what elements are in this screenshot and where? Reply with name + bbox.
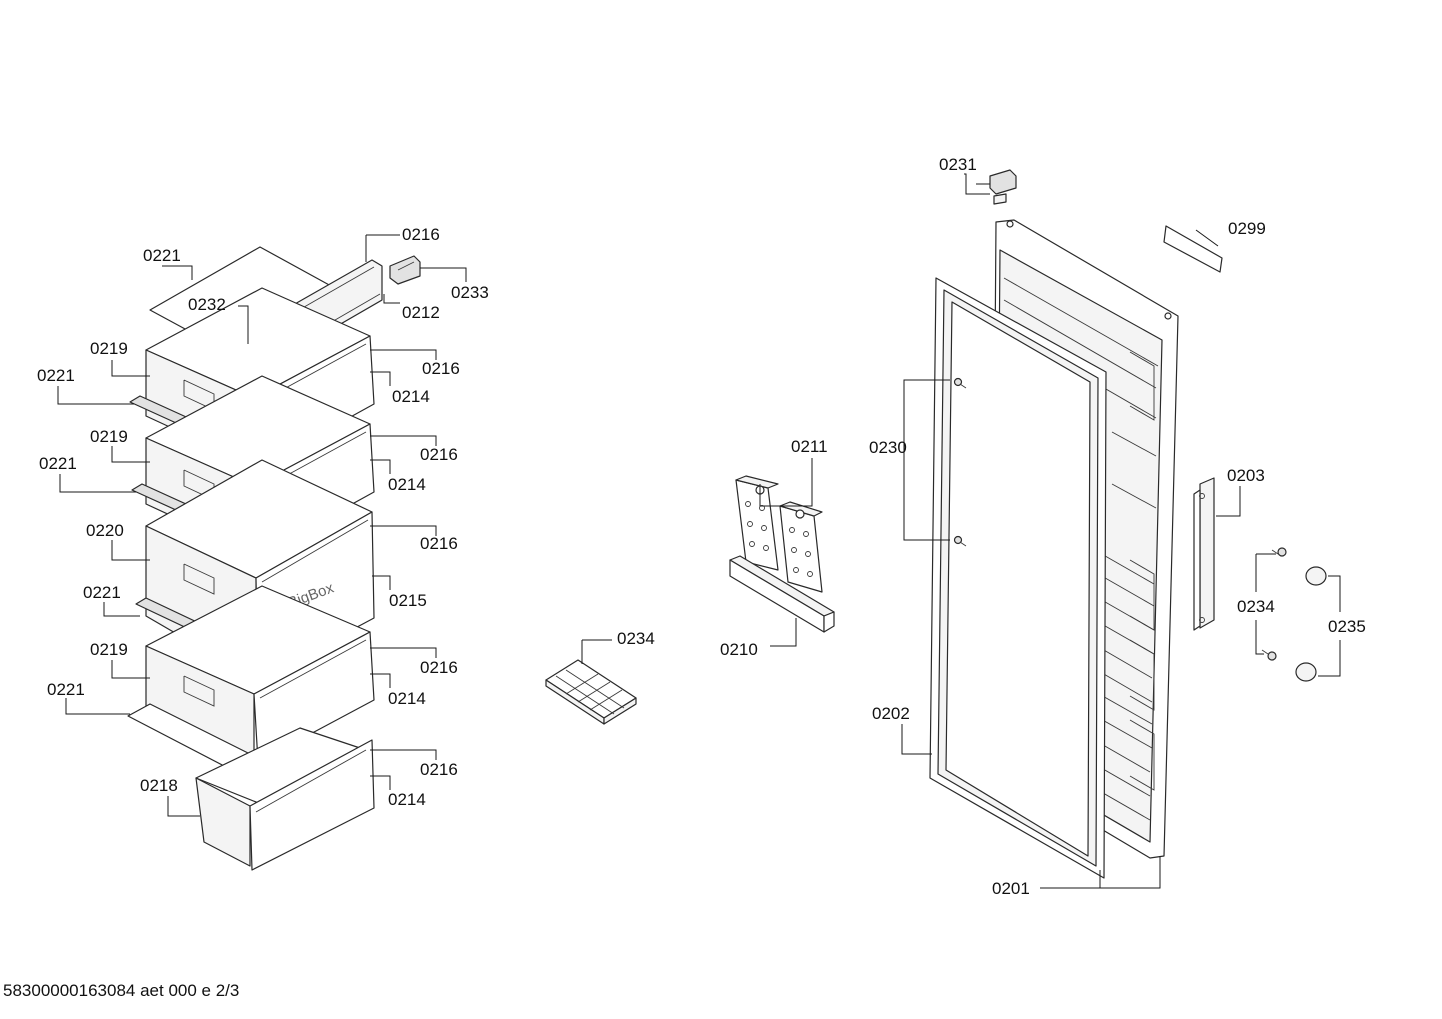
callout-0234-ice-tray: 0234	[617, 629, 655, 648]
callout-0210: 0210	[720, 640, 758, 659]
door-gasket	[929, 277, 1107, 879]
callout-0232: 0232	[188, 295, 226, 314]
callout-0201: 0201	[992, 879, 1030, 898]
rating-label	[1163, 225, 1223, 273]
callout-0221-shelf-2: 0221	[39, 454, 77, 473]
handle-screw-upper	[1271, 547, 1287, 557]
callout-0219-drawer-3: 0219	[90, 640, 128, 659]
callout-0216-bigbox: 0216	[420, 534, 458, 553]
callout-0216-drawer-2: 0216	[420, 445, 458, 464]
cold-pack-left	[735, 475, 779, 571]
callout-0230: 0230	[869, 438, 907, 457]
callout-0214-drawer-2: 0214	[388, 475, 426, 494]
cover-cap-lower	[1295, 662, 1317, 682]
callout-0235: 0235	[1328, 617, 1366, 636]
callout-0212: 0212	[402, 303, 440, 322]
callout-0221-shelf-1: 0221	[37, 366, 75, 385]
callout-0214-bottom: 0214	[388, 790, 426, 809]
callout-0221-top-shelf: 0221	[143, 246, 181, 265]
callout-0218: 0218	[140, 776, 178, 795]
leader-lines	[57, 173, 1341, 889]
callout-0219-drawer-2: 0219	[90, 427, 128, 446]
door-handle	[1193, 477, 1215, 631]
callout-0203: 0203	[1227, 466, 1265, 485]
callout-0216-drawer-1: 0216	[422, 359, 460, 378]
callout-0219-drawer-1: 0219	[90, 339, 128, 358]
drawer-3	[127, 585, 375, 769]
callout-0233: 0233	[451, 283, 489, 302]
callout-0299: 0299	[1228, 219, 1266, 238]
hinge-cover	[989, 169, 1017, 205]
screw-upper	[953, 377, 967, 389]
cover-cap-upper	[1305, 566, 1327, 586]
cold-pack-right	[779, 501, 823, 593]
callout-0221-shelf-4: 0221	[47, 680, 85, 699]
callout-0220: 0220	[86, 521, 124, 540]
callout-0216-top-flap: 0216	[402, 225, 440, 244]
callout-0231: 0231	[939, 155, 977, 174]
callout-0214-drawer-3: 0214	[388, 689, 426, 708]
callout-0221-shelf-3: 0221	[83, 583, 121, 602]
callout-0234-screws: 0234	[1237, 597, 1275, 616]
callout-0214-drawer-1: 0214	[392, 387, 430, 406]
cold-pack-holder	[729, 555, 835, 633]
screw-lower	[953, 535, 967, 547]
callout-0215: 0215	[389, 591, 427, 610]
handle-screw-lower	[1261, 649, 1277, 661]
drawer-bottom	[195, 727, 375, 871]
drawing-number: 58300000163084 aet 000 e 2/3	[3, 981, 240, 1000]
callout-0216-bottom: 0216	[420, 760, 458, 779]
ice-cube-tray	[545, 659, 637, 725]
hinge-clip	[389, 255, 421, 285]
callout-0202: 0202	[872, 704, 910, 723]
callout-0211: 0211	[791, 437, 828, 456]
callout-0216-drawer-3: 0216	[420, 658, 458, 677]
